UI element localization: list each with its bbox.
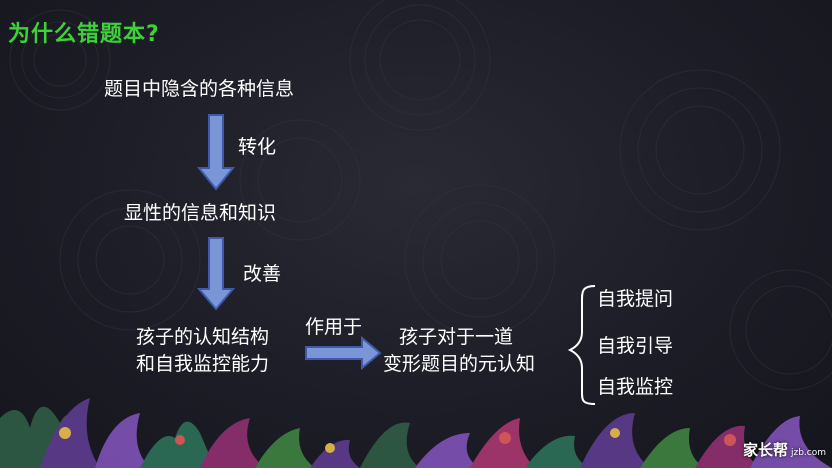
- node-metacognition: 孩子对于一道 变形题目的元认知: [383, 324, 535, 378]
- edge-label-transform: 转化: [238, 136, 277, 158]
- floral-border: [0, 398, 832, 468]
- node-meta-line2: 变形题目的元认知: [383, 353, 536, 375]
- branch-self-guidance: 自我引导: [597, 335, 674, 357]
- page-title: 为什么错题本?: [8, 22, 160, 47]
- arrow-down-1: [196, 114, 236, 191]
- node-explicit-info: 显性的信息和知识: [124, 202, 277, 224]
- brace-icon: [567, 285, 596, 405]
- node-cognition-line1: 孩子的认知结构: [136, 326, 270, 348]
- edge-label-improve: 改善: [243, 263, 282, 285]
- watermark-url: jzb.com: [790, 448, 826, 458]
- branch-self-monitoring: 自我监控: [597, 376, 674, 398]
- node-cognition-line2: 和自我监控能力: [136, 353, 270, 375]
- arrow-right: [305, 335, 382, 371]
- branch-self-questioning: 自我提问: [597, 288, 674, 310]
- node-hidden-info: 题目中隐含的各种信息: [104, 78, 295, 100]
- node-cognition: 孩子的认知结构 和自我监控能力: [136, 324, 269, 378]
- watermark-brand: 家长帮: [742, 441, 788, 459]
- arrow-down-2: [196, 237, 236, 311]
- edge-label-acts-on: 作用于: [305, 316, 363, 338]
- node-meta-line1: 孩子对于一道: [399, 326, 514, 348]
